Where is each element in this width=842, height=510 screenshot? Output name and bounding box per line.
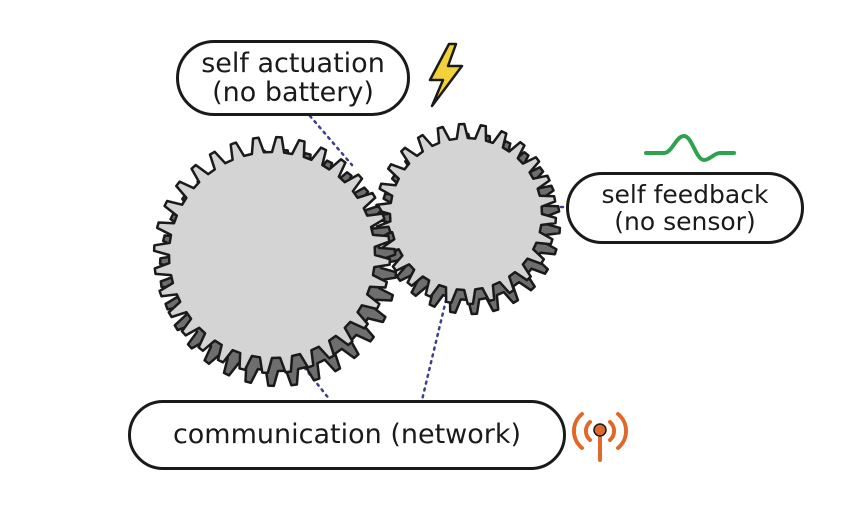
large-gear: [152, 135, 398, 388]
sine-wave-icon: [644, 133, 736, 163]
self-actuation-label: self actuation (no battery): [176, 40, 410, 116]
self-feedback-line1: self feedback: [601, 180, 769, 209]
self-actuation-line2: (no battery): [212, 77, 374, 108]
lightning-bolt-icon: [428, 42, 464, 108]
communication-text: communication (network): [172, 419, 522, 451]
small-gear-face: [374, 122, 558, 306]
connector-comm-right: [420, 298, 448, 402]
self-feedback-line2: (no sensor): [614, 207, 756, 236]
antenna-signal-icon: [571, 412, 629, 462]
communication-label: communication (network): [128, 400, 566, 470]
self-actuation-line1: self actuation: [201, 47, 385, 79]
small-gear: [374, 122, 562, 316]
large-gear-face: [152, 135, 392, 375]
self-feedback-label: self feedback (no sensor): [566, 172, 804, 244]
